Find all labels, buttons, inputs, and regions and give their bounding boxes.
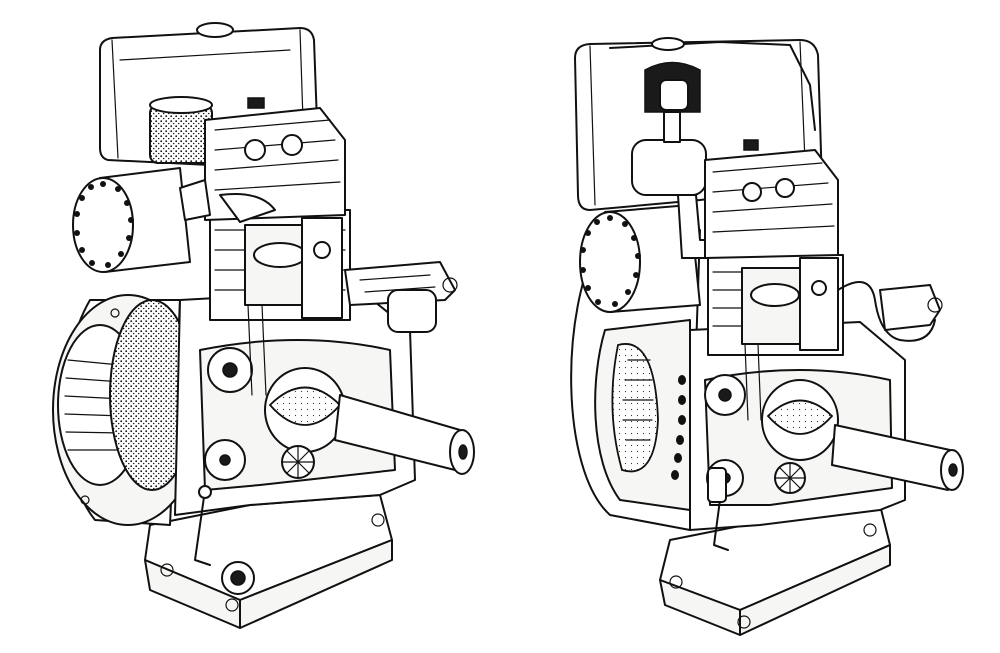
right-fuel-pump-icon (837, 281, 943, 342)
right-cowl-vents-icon (671, 375, 686, 480)
left-silencer-icon (72, 167, 191, 273)
left-base-icon (144, 494, 393, 629)
left-flywheel-icon (52, 294, 204, 526)
right-air-cleaner-icon (631, 61, 707, 196)
right-engine (570, 37, 964, 636)
left-fuel-filter-icon (344, 261, 458, 333)
left-engine (52, 22, 475, 629)
right-crankcase-icon (689, 321, 906, 531)
left-cylinder-head-icon (179, 97, 346, 223)
right-base-icon (659, 504, 891, 636)
left-crankcase-icon (174, 289, 416, 516)
left-lever-icon (194, 485, 212, 566)
right-output-shaft-icon (831, 424, 964, 491)
left-output-shaft-icon (334, 394, 475, 475)
right-cylinder-icon (707, 254, 844, 421)
left-air-filter-icon (149, 96, 213, 164)
right-cylinder-head-icon (704, 139, 839, 259)
right-lever-icon (707, 467, 729, 551)
right-silencer-icon (579, 204, 701, 313)
